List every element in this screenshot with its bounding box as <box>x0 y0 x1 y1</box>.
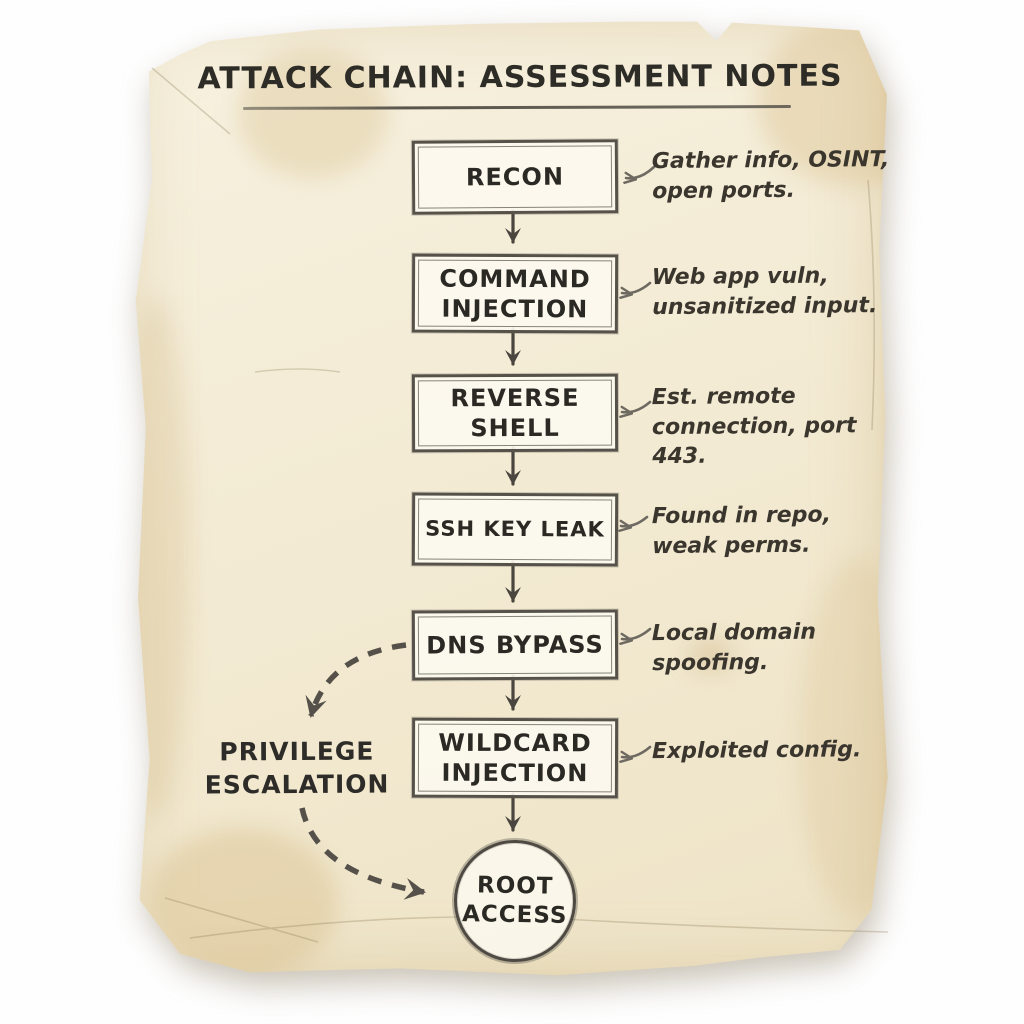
note-reverse-shell: Est. remote connection, port 443. <box>651 383 857 470</box>
paper-stain <box>238 48 388 178</box>
title-underline <box>242 105 792 110</box>
note-wildcard-injection: Exploited config. <box>651 737 862 765</box>
paper-stain <box>688 638 734 672</box>
flow-box-wildcard-injection: WILDCARD INJECTION <box>411 717 619 799</box>
note-recon: Gather info, OSINT, open ports. <box>651 147 890 204</box>
root-access-node: ROOT ACCESS <box>452 838 578 964</box>
flow-box-dns-bypass: DNS BYPASS <box>411 609 619 681</box>
page-title: ATTACK CHAIN: ASSESSMENT NOTES <box>197 58 843 97</box>
flow-box-recon: RECON <box>411 139 619 215</box>
privilege-escalation-label: PRIVILEGE ESCALATION <box>204 736 390 799</box>
flow-box-reverse-shell: REVERSE SHELL <box>411 373 619 453</box>
flow-box-command-injection: COMMAND INJECTION <box>411 253 619 334</box>
note-dns-bypass: Local domain spoofing. <box>651 619 817 676</box>
note-command-injection: Web app vuln, unsanitized input. <box>651 263 878 320</box>
note-ssh-key-leak: Found in repo, weak perms. <box>651 502 832 559</box>
paper-stain <box>798 558 888 918</box>
flow-box-ssh-key-leak: SSH KEY LEAK <box>411 492 619 567</box>
